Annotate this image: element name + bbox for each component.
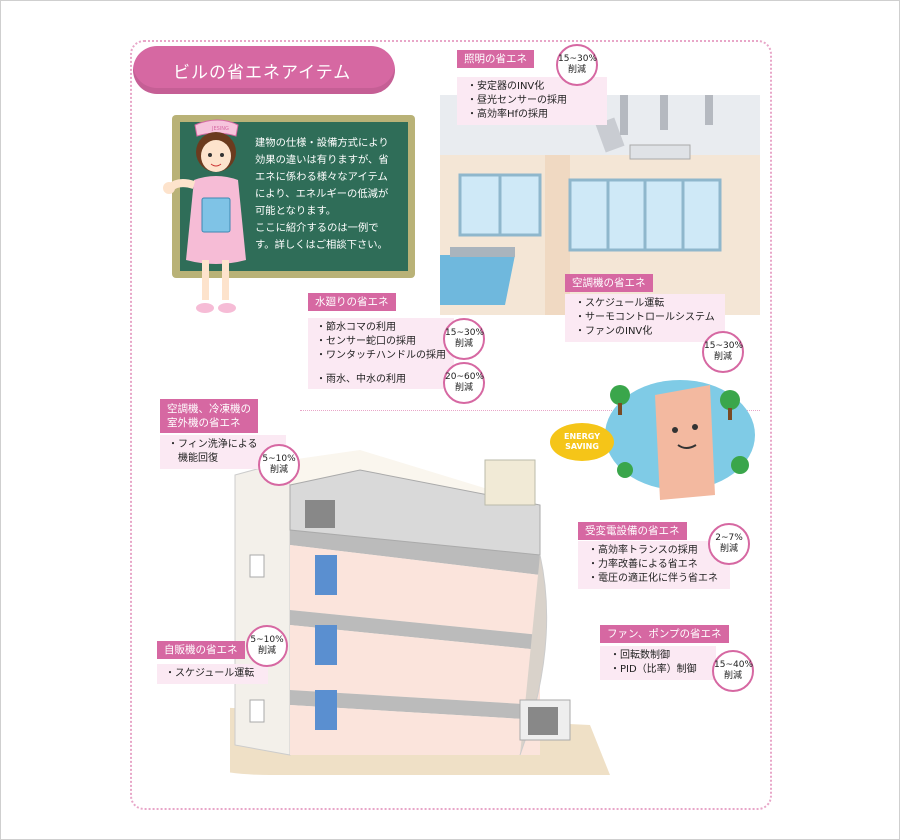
- water-item: ・雨水、中水の利用: [316, 374, 406, 385]
- vending-items: ・スケジュール運転: [157, 664, 268, 684]
- aircon-item: ・ファンのINV化: [575, 326, 653, 337]
- reduction-label: 削減: [454, 383, 473, 393]
- water-item-2: ・雨水、中水の利用: [308, 371, 454, 389]
- outdoor-item: ・フィン洗浄による: [168, 439, 258, 450]
- energy-saving-badge: ENERGY SAVING: [550, 423, 614, 461]
- reduction-label: 削減: [269, 465, 288, 475]
- aircon-item: ・スケジュール運転: [575, 298, 665, 309]
- aircon-items: ・スケジュール運転 ・サーモコントロールシステム ・ファンのINV化: [565, 294, 725, 342]
- reduction-value: 15~40%: [714, 660, 753, 670]
- page-title: ビルの省エネアイテム: [133, 46, 395, 94]
- water-items: ・節水コマの利用 ・センサー蛇口の採用 ・ワンタッチハンドルの採用: [308, 318, 454, 374]
- fan-reduction-badge: 15~40% 削減: [712, 650, 754, 692]
- vending-reduction-badge: 5~10% 削減: [246, 625, 288, 667]
- lighting-reduction-badge: 15~30% 削減: [556, 44, 598, 86]
- water-reduction-badge-2: 20~60% 削減: [443, 362, 485, 404]
- reduction-label: 削減: [454, 339, 473, 349]
- substation-item: ・電圧の適正化に伴う省エネ: [588, 573, 718, 584]
- water-item: ・節水コマの利用: [316, 322, 396, 333]
- reduction-value: 5~10%: [262, 454, 296, 464]
- outdoor-reduction-badge: 5~10% 削減: [258, 444, 300, 486]
- reduction-label: 削減: [257, 646, 276, 656]
- water-item: ・センサー蛇口の採用: [316, 336, 416, 347]
- fan-items: ・回転数制御 ・PID（比率）制御: [600, 646, 716, 680]
- reduction-value: 20~60%: [445, 372, 484, 382]
- intro-text: 建物の仕様・設備方式により 効果の違いは有りますが、省 エネに係わる様々なアイテ…: [255, 135, 405, 254]
- reduction-value: 5~10%: [250, 635, 284, 645]
- outdoor-head-line: 室外機の省エネ: [167, 417, 241, 429]
- aircon-head: 空調機の省エネ: [565, 274, 653, 292]
- substation-item: ・力率改善による省エネ: [588, 559, 698, 570]
- reduction-value: 15~30%: [558, 54, 597, 64]
- section-divider: [300, 410, 760, 411]
- reduction-label: 削減: [723, 671, 742, 681]
- fan-item: ・PID（比率）制御: [610, 664, 697, 675]
- reduction-label: 削減: [567, 65, 586, 75]
- substation-reduction-badge: 2~7% 削減: [708, 523, 750, 565]
- fan-item: ・回転数制御: [610, 650, 670, 661]
- lighting-item: ・昼光センサーの採用: [467, 95, 567, 106]
- water-head: 水廻りの省エネ: [308, 293, 396, 311]
- lighting-item: ・安定器のINV化: [467, 81, 545, 92]
- energy-saving-building-illustration: [605, 380, 755, 500]
- reduction-value: 2~7%: [715, 533, 743, 543]
- reduction-label: 削減: [719, 544, 738, 554]
- lighting-head: 照明の省エネ: [457, 50, 534, 68]
- content-panel: [130, 40, 772, 810]
- outdoor-head-line: 空調機、冷凍機の: [167, 403, 251, 415]
- nurse-cap-text: JESING: [211, 126, 229, 132]
- building-cutaway-illustration: [230, 450, 610, 775]
- water-item: ・ワンタッチハンドルの採用: [316, 350, 446, 361]
- intro-line: 効果の違いは有りますが、省: [255, 154, 389, 166]
- fan-head: ファン、ポンプの省エネ: [600, 625, 729, 643]
- energy-saving-line: SAVING: [565, 442, 599, 451]
- substation-items: ・高効率トランスの採用 ・力率改善による省エネ ・電圧の適正化に伴う省エネ: [578, 541, 730, 589]
- intro-line: エネに係わる様々なアイテム: [255, 171, 388, 183]
- intro-line: により、エネルギーの低減が: [255, 188, 389, 200]
- aircon-item: ・サーモコントロールシステム: [575, 312, 715, 323]
- aircon-reduction-badge: 15~30% 削減: [702, 331, 744, 373]
- nurse-illustration: JESING: [163, 119, 246, 313]
- page-title-text: ビルの省エネアイテム: [173, 62, 352, 83]
- outdoor-head: 空調機、冷凍機の 室外機の省エネ: [160, 399, 258, 433]
- reduction-label: 削減: [713, 352, 732, 362]
- intro-line: 可能となります。: [255, 205, 337, 217]
- water-reduction-badge: 15~30% 削減: [443, 318, 485, 360]
- vending-item: ・スケジュール運転: [165, 668, 255, 679]
- reduction-value: 15~30%: [704, 341, 743, 351]
- substation-head: 受変電設備の省エネ: [578, 522, 687, 540]
- intro-line: す。詳しくはご相談下さい。: [255, 239, 388, 251]
- energy-saving-line: ENERGY: [564, 432, 600, 441]
- reduction-value: 15~30%: [445, 328, 484, 338]
- intro-line: ここに紹介するのは一例で: [255, 222, 379, 234]
- substation-item: ・高効率トランスの採用: [588, 545, 698, 556]
- outdoor-item: 機能回復: [168, 453, 218, 464]
- intro-line: 建物の仕様・設備方式により: [255, 137, 389, 149]
- vending-head: 自販機の省エネ: [157, 641, 245, 659]
- lighting-item: ・高効率Hfの採用: [467, 109, 549, 120]
